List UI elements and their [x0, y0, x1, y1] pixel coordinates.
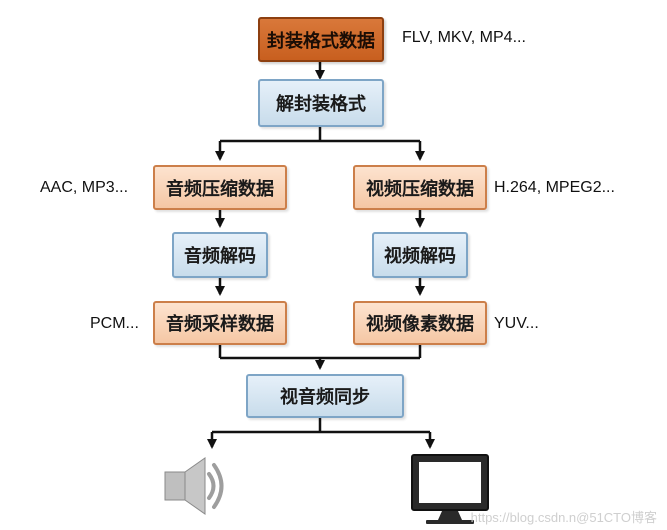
video-decode-label: 视频解码: [384, 246, 456, 267]
video-pixel-label: 视频像素数据: [366, 314, 474, 335]
speaker-icon: [164, 457, 224, 515]
watermark-text: https://blog.csdn.n@51CTO博客: [470, 510, 657, 525]
audio-compressed-label: 音频压缩数据: [166, 178, 274, 200]
demux-label: 解封装格式: [276, 94, 366, 115]
audio-codecs-note: AAC, MP3...: [40, 179, 129, 196]
audio-decode-label: 音频解码: [184, 246, 256, 267]
video-compressed-box: 视频压缩数据: [353, 165, 487, 210]
container-formats-note: FLV, MKV, MP4...: [402, 29, 526, 46]
monitor-icon: [411, 454, 489, 524]
audio-decode-box: 音频解码: [172, 232, 268, 278]
av-sync-box: 视音频同步: [246, 374, 404, 418]
video-codecs-note: H.264, MPEG2...: [494, 179, 615, 196]
container-data-box: 封装格式数据: [258, 17, 384, 62]
video-decode-box: 视频解码: [372, 232, 468, 278]
audio-sample-label: 音频采样数据: [166, 314, 274, 335]
video-pixel-box: 视频像素数据: [353, 301, 487, 345]
video-raw-note: YUV...: [494, 315, 539, 332]
audio-raw-note: PCM...: [90, 315, 139, 332]
av-sync-label: 视音频同步: [280, 387, 370, 408]
audio-compressed-box: 音频压缩数据: [153, 165, 287, 210]
audio-sample-box: 音频采样数据: [153, 301, 287, 345]
video-compressed-label: 视频压缩数据: [366, 178, 474, 200]
demux-box: 解封装格式: [258, 79, 384, 127]
container-data-label: 封装格式数据: [267, 30, 375, 52]
